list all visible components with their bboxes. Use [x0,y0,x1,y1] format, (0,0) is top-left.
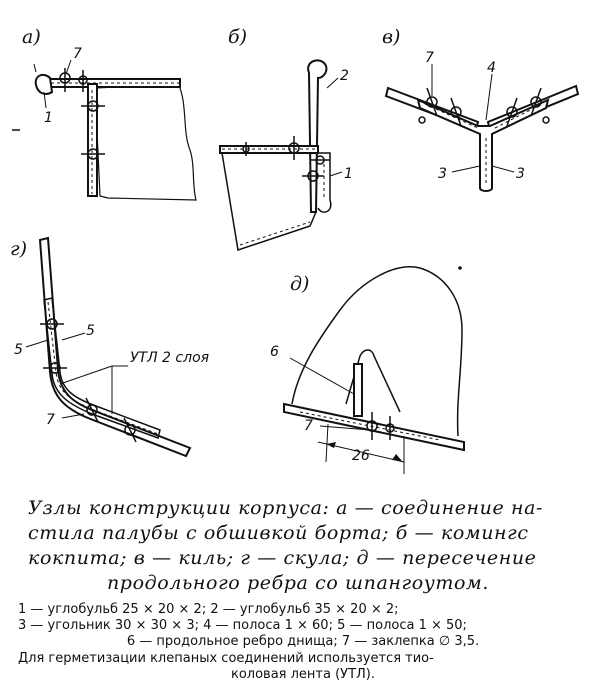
panel-a-plating [94,82,197,201]
caption-title-line-2: стила палубы с обшивкой борта; б — комин… [28,522,529,544]
panel-b-hull [221,152,317,251]
legend-line-3: 6 — продольное ребро днища; 7 — заклепка… [126,634,480,649]
panel-g-strip [43,297,161,439]
note-line-2: коловая лента (УТЛ). [230,667,376,682]
panel-a-rivets [59,68,105,160]
note-line-1: Для герметизации клепаных соединений исп… [18,651,434,666]
panel-v-callout-3b: 3 [516,166,525,182]
panel-d-callout-6: 6 [270,344,279,360]
panel-d-dimension-text: 26 [352,448,370,464]
panel-a-callout-1: 1 [44,110,53,126]
hull-joints-drawing: а) 7 1 [10,26,580,474]
panel-b-callout-2: 2 [340,68,349,84]
panel-d-rib [353,363,363,417]
panel-g: г) 5 5 7 УТЛ 2 слоя [10,236,209,458]
caption-title-line-3: кокпита; в — киль; г — скула; д — пересе… [28,547,537,569]
caption-note: Для герметизации клепаных соединений исп… [18,651,588,683]
panel-a-letter: а) [22,26,41,48]
panel-d-cutout [345,349,401,413]
panel-v-keel-angle [416,98,550,192]
figure: а) 7 1 [10,26,580,474]
panel-a-callout-7: 7 [73,46,82,62]
panel-a-bulb [34,73,54,95]
panel-v-callout-3a: 3 [438,166,447,182]
panel-v-callout-7: 7 [425,50,434,66]
panel-a: а) 7 1 [12,26,197,201]
panel-b: б) 2 1 [219,26,353,251]
panel-d-callout-7: 7 [304,418,313,434]
legend-line-1: 1 — углобульб 25 × 20 × 2; 2 — углобульб… [18,602,399,617]
panel-v-letter: в) [382,26,400,48]
caption-legend: 1 — углобульб 25 × 20 × 2; 2 — углобульб… [18,602,588,650]
caption-title: Узлы конструкции корпуса: а — соединение… [28,496,590,596]
panel-d-rivets [366,412,395,440]
panel-g-letter: г) [10,238,27,260]
panel-d-frame [291,266,463,437]
panel-g-callout-5b: 5 [86,323,95,339]
panel-b-rivets [242,136,330,182]
caption-title-line-1: Узлы конструкции корпуса: а — соединение… [28,497,544,519]
panel-g-rivets [40,318,137,443]
panel-b-deck [219,145,319,154]
panel-g-callout-7: 7 [46,412,55,428]
panel-d-letter: д) [290,273,309,295]
panel-g-callout-5a: 5 [14,342,23,358]
panel-v: в) 7 4 3 3 [382,26,580,192]
panel-g-utl-label: УТЛ 2 слоя [130,350,209,366]
panel-b-callout-1: 1 [344,166,353,182]
panel-v-rivets [418,87,550,127]
panel-g-plate [38,236,192,458]
legend-line-2: 3 — угольник 30 × 30 × 3; 4 — полоса 1 ×… [18,618,467,633]
panel-b-bulb-1 [275,152,332,213]
panel-b-coaming [307,59,328,213]
panel-d: д) 6 7 26 [270,266,465,474]
caption-title-line-4: продольного ребра со шпангоутом. [106,572,490,594]
panel-v-callout-4: 4 [487,60,496,76]
figure-caption: Узлы конструкции корпуса: а — соединение… [0,496,600,683]
panel-d-bottom-plate [283,402,465,452]
panel-b-letter: б) [228,26,247,48]
